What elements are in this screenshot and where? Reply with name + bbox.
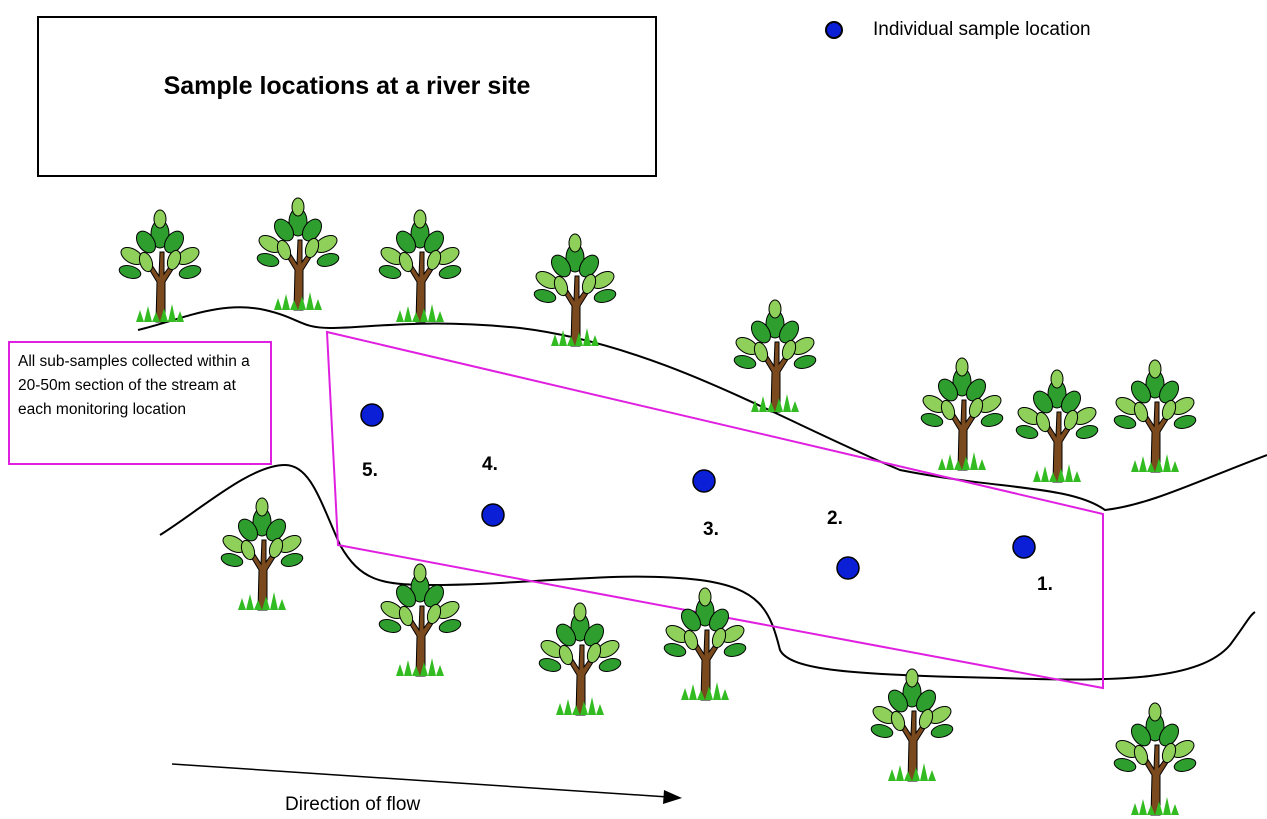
sampling-section-outline <box>325 330 1104 690</box>
legend-label: Individual sample location <box>873 19 1091 40</box>
sample-point-1 <box>1012 535 1036 559</box>
tree-icon <box>219 497 305 611</box>
sample-point-3 <box>692 469 716 493</box>
note-text: All sub-samples collected within a 20-50… <box>18 353 250 418</box>
upper-riverbank <box>137 306 1267 512</box>
tree-icon <box>1112 702 1198 816</box>
tree-icon <box>537 602 623 716</box>
tree-icon <box>1112 359 1198 473</box>
sample-points <box>360 403 1036 580</box>
tree-icon <box>377 563 463 677</box>
lower-riverbank <box>159 463 1256 681</box>
flow-label: Direction of flow <box>285 794 421 815</box>
tree-icon <box>255 197 341 311</box>
trees <box>117 197 1198 816</box>
sample-label-3: 3. <box>703 519 719 540</box>
tree-icon <box>1014 369 1100 483</box>
sample-label-5: 5. <box>362 460 378 481</box>
diagram-title: Sample locations at a river site <box>163 72 531 100</box>
tree-icon <box>732 299 818 413</box>
tree-icon <box>117 209 203 323</box>
sample-point-4 <box>481 503 505 527</box>
flow-arrowhead <box>663 790 682 804</box>
note-box: All sub-samples collected within a 20-50… <box>8 341 272 465</box>
tree-icon <box>532 233 618 347</box>
sample-point-2 <box>836 556 860 580</box>
blue-dot-icon <box>825 21 843 39</box>
tree-icon <box>377 209 463 323</box>
flow-arrow <box>171 763 669 798</box>
sample-point-5 <box>360 403 384 427</box>
tree-icon <box>919 357 1005 471</box>
tree-icon <box>662 587 748 701</box>
sample-label-4: 4. <box>482 454 498 475</box>
tree-icon <box>869 668 955 782</box>
legend: Individual sample location <box>825 16 1091 44</box>
sample-label-1: 1. <box>1037 574 1053 595</box>
sample-label-2: 2. <box>827 508 843 529</box>
title-box: Sample locations at a river site <box>37 16 657 177</box>
